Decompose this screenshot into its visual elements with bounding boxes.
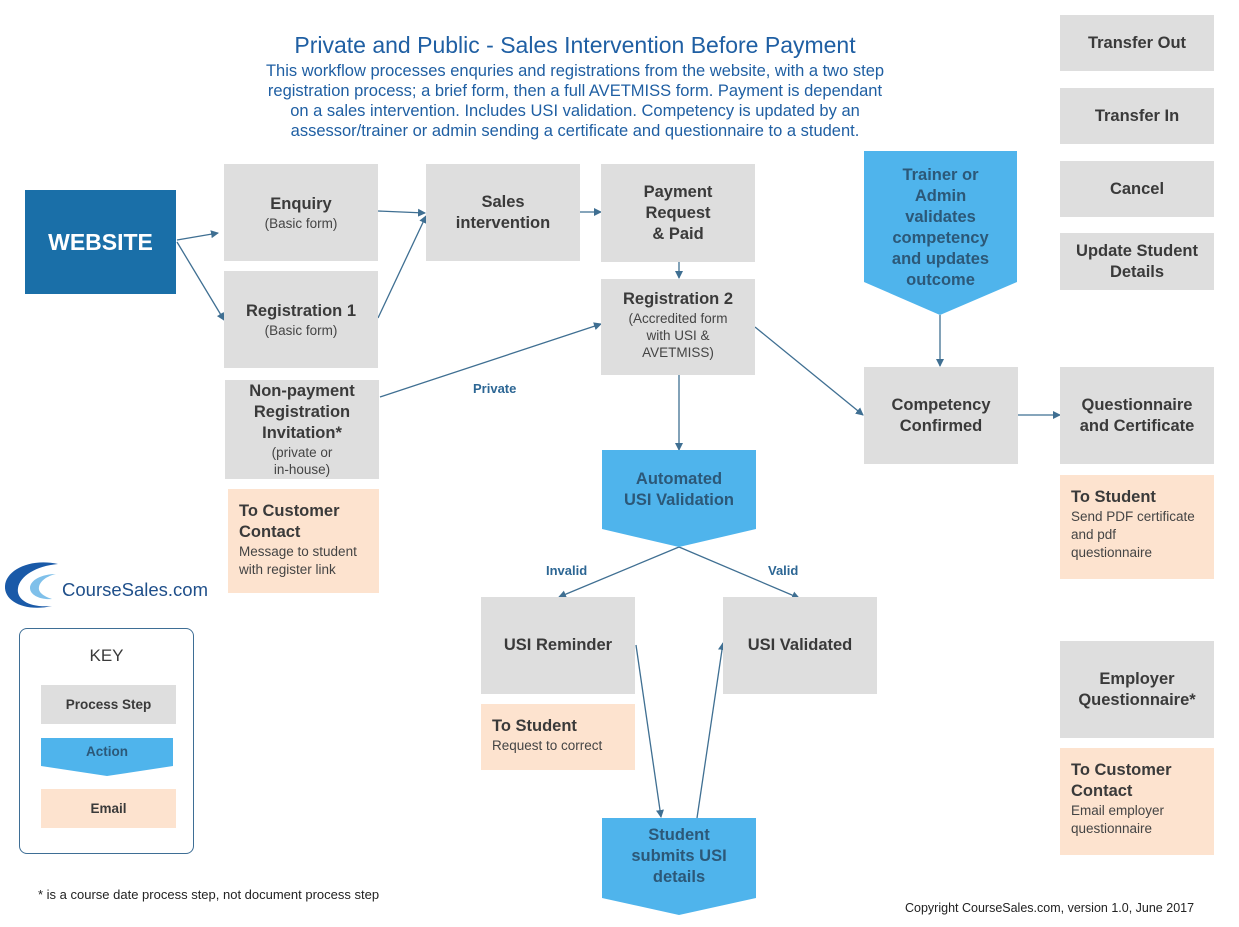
- edge-usi-valid: [678, 546, 800, 599]
- competency-confirmed-step: Competency Confirmed: [864, 367, 1018, 464]
- usi-validation-action-shape: [602, 450, 756, 547]
- edge-website-registration1: [176, 241, 225, 321]
- edge-student-validated: [696, 642, 726, 819]
- edge-nonpayment-registration2: [379, 322, 602, 398]
- non-payment-invitation-step: Non-payment Registration Invitation* (pr…: [225, 380, 379, 479]
- coursesales-logo-icon: [4, 562, 58, 608]
- questionnaire-certificate-step: Questionnaire and Certificate: [1060, 367, 1214, 464]
- key-email: Email: [41, 789, 176, 828]
- student-submits-action-shape: [602, 818, 756, 915]
- usi-validated-step: USI Validated: [723, 597, 877, 694]
- trainer-validates-action: Trainer or Admin validates competency an…: [891, 166, 990, 289]
- student-submits-action: Student submits USI details: [631, 826, 727, 886]
- customer-contact-email-2: To Customer Contact Email employer quest…: [1060, 748, 1214, 855]
- edge-website-enquiry: [176, 230, 219, 241]
- edge-label-invalid: Invalid: [546, 563, 588, 578]
- coursesales-logo-text: CourseSales.com: [62, 579, 209, 600]
- website-node: WEBSITE: [25, 190, 176, 294]
- edge-label-valid: Valid: [768, 563, 799, 578]
- to-student-reminder-email: To Student Request to correct: [481, 704, 635, 770]
- edge-usi-invalid: [558, 546, 680, 598]
- cancel-step: Cancel: [1060, 161, 1214, 217]
- key-action-shape: [41, 738, 173, 776]
- transfer-in-step: Transfer In: [1060, 88, 1214, 144]
- update-student-details-step: Update Student Details: [1060, 233, 1214, 290]
- employer-questionnaire-step: Employer Questionnaire*: [1060, 641, 1214, 738]
- key-action: Action: [86, 744, 128, 759]
- enquiry-step: Enquiry (Basic form): [224, 164, 378, 261]
- key-title: KEY: [89, 646, 124, 665]
- footnote: * is a course date process step, not doc…: [38, 887, 380, 902]
- transfer-out-step: Transfer Out: [1060, 15, 1214, 71]
- usi-validation-action: Automated USI Validation: [623, 470, 735, 509]
- edge-registration2-competency: [754, 326, 864, 416]
- registration2-step: Registration 2 (Accredited form with USI…: [601, 279, 755, 375]
- page-subtitle: This workflow processes enquries and reg…: [265, 62, 885, 140]
- page-title: Private and Public - Sales Intervention …: [294, 32, 856, 58]
- usi-reminder-step: USI Reminder: [481, 597, 635, 694]
- edge-reminder-student: [635, 644, 664, 818]
- trainer-action-shape: [864, 151, 1017, 315]
- edge-registration1-sales: [377, 215, 427, 319]
- customer-contact-email-1: To Customer Contact Message to student w…: [228, 489, 379, 593]
- to-student-certificate-email: To Student Send PDF certificate and pdf …: [1060, 475, 1214, 579]
- registration1-step: Registration 1 (Basic form): [224, 271, 378, 368]
- edge-enquiry-sales: [377, 208, 426, 217]
- payment-request-step: Payment Request & Paid: [601, 164, 755, 262]
- copyright: Copyright CourseSales.com, version 1.0, …: [905, 901, 1195, 915]
- sales-intervention-step: Sales intervention: [426, 164, 580, 261]
- edge-label-private: Private: [473, 381, 517, 396]
- key-legend: [19, 628, 194, 854]
- key-process-step: Process Step: [41, 685, 176, 724]
